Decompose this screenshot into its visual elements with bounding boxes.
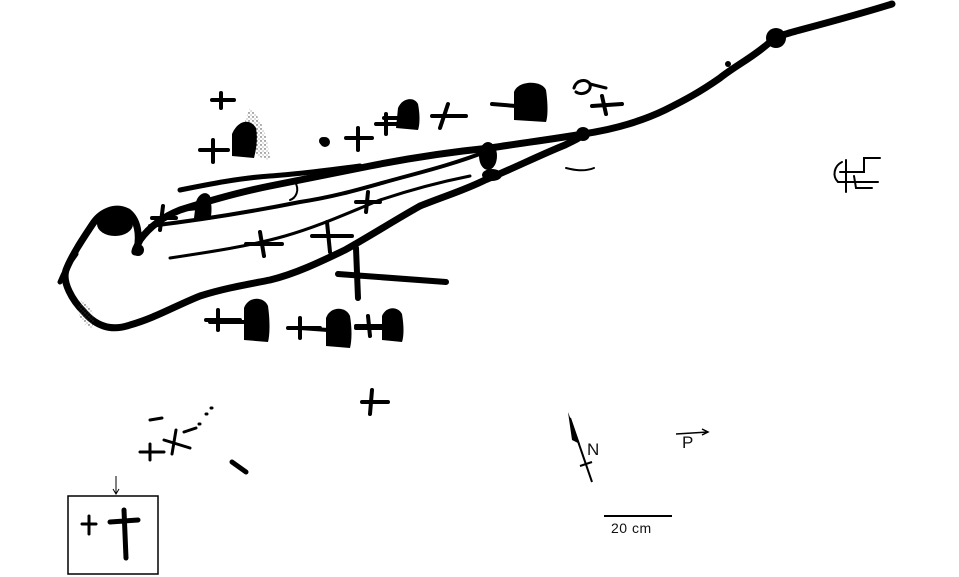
cross-figure (310, 220, 354, 254)
p-label: P (682, 433, 694, 452)
cross-figure (150, 204, 178, 232)
cross-figure (344, 126, 374, 152)
inset-cross-large (107, 507, 141, 561)
cross-figure (360, 388, 390, 416)
small-mark (182, 426, 198, 434)
cross-figure (354, 190, 382, 214)
cross-figure (430, 102, 468, 130)
inset-cross-small (80, 514, 98, 536)
long-cross (335, 245, 449, 301)
p-arrow (675, 428, 710, 436)
small-cross (162, 428, 192, 456)
cross-figure (244, 230, 284, 258)
loop-glyph (565, 79, 608, 172)
inset-box (67, 476, 159, 575)
north-arrow (568, 412, 593, 483)
small-cross (138, 442, 166, 462)
bell-figure-arms (178, 102, 518, 332)
small-mark (148, 416, 164, 422)
north-label: N (587, 440, 600, 459)
small-mark (229, 459, 249, 475)
cross-figure (210, 91, 236, 110)
bell-figures (194, 82, 548, 348)
dots (197, 406, 214, 426)
cross-figure (590, 94, 624, 116)
channel-pits (97, 28, 786, 256)
scale-label: 20 cm (611, 520, 652, 536)
cross-figure (198, 138, 230, 164)
isolated-sign (833, 157, 881, 193)
serpentine-channel (57, 0, 896, 332)
